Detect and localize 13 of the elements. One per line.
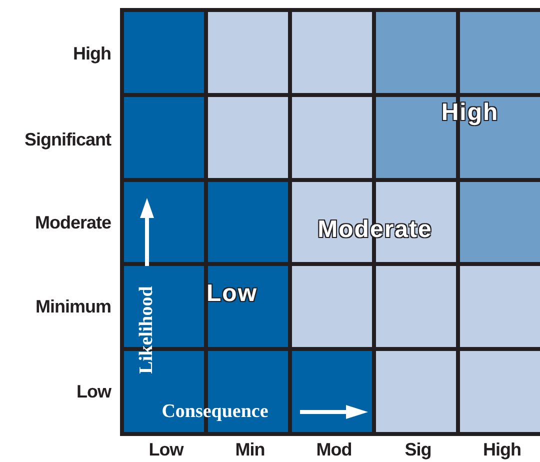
column-label: Low bbox=[148, 440, 184, 460]
zone-label: Low bbox=[206, 280, 258, 308]
column-label: High bbox=[483, 440, 521, 460]
row-label: Moderate bbox=[34, 212, 111, 234]
row-label: High bbox=[73, 44, 111, 64]
row-label: Minimum bbox=[36, 296, 111, 318]
column-label: Mod bbox=[316, 440, 352, 460]
axis-title: Consequence bbox=[162, 401, 268, 423]
row-label: Significant bbox=[24, 130, 111, 150]
axis-title: Likelihood bbox=[136, 286, 158, 374]
column-label: Min bbox=[235, 440, 265, 460]
row-label: Low bbox=[76, 382, 111, 402]
column-label: Sig bbox=[404, 440, 432, 460]
